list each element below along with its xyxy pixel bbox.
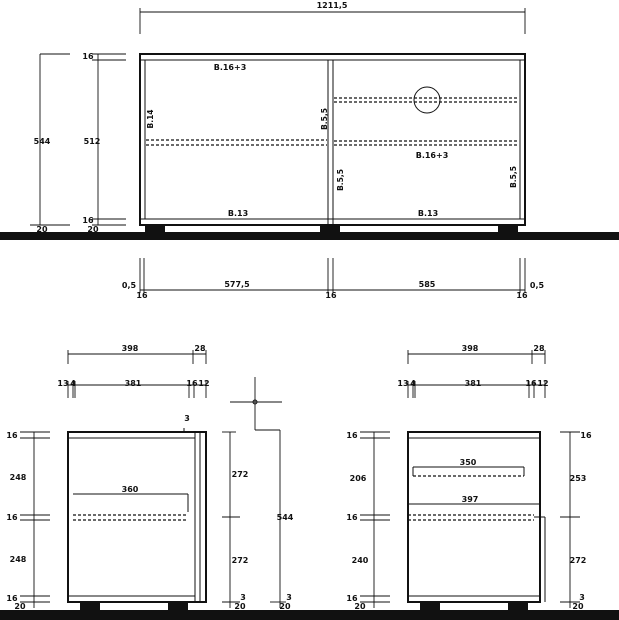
front-view: 1211,5 B.16+3 B.16+3 B.14 B.5,5 B.5,5 B.…: [0, 1, 619, 240]
svg-text:20: 20: [279, 602, 291, 611]
foot-left-section-front: [80, 602, 100, 610]
label-base-right: 20: [87, 225, 99, 234]
label-drawer: 350: [460, 458, 477, 467]
label-depth-total-left: 398: [122, 344, 139, 353]
label-divider: B.5,5: [320, 108, 329, 130]
label-bottom-left: B.13: [228, 209, 248, 218]
label-right-side: 16: [516, 291, 528, 300]
label-base-left: 20: [36, 225, 48, 234]
label-r-upper-right: 253: [570, 474, 587, 483]
label-side-right-a: B.5,5: [336, 169, 345, 191]
label-r-base-right: 20: [572, 602, 584, 611]
label-left-width: 577,5: [224, 280, 250, 289]
label-total-width: 1211,5: [317, 1, 348, 10]
floor-bottom: [0, 610, 619, 620]
foot-middle: [320, 225, 340, 232]
label-top-left: 16: [6, 431, 18, 440]
label-d4-left: 12: [198, 379, 209, 388]
label-r-lower-left: 272: [232, 556, 249, 565]
label-side-right-b: B.5,5: [509, 166, 518, 188]
floor-top: [0, 232, 619, 240]
label-d2-left: 4: [70, 379, 76, 388]
label-mid-left: 16: [6, 513, 18, 522]
foot-left-section-back: [168, 602, 188, 610]
label-middle-side: 16: [325, 291, 337, 300]
label-mid-right: 16: [346, 513, 358, 522]
label-top-board: 16: [82, 52, 94, 61]
label-shelf-depth-left: 360: [122, 485, 139, 494]
label-shelf-depth-right: 397: [462, 495, 479, 504]
right-section-view: 398 28 13 4 381 16 12 350 397: [346, 344, 592, 611]
label-d4-right: 12: [537, 379, 548, 388]
label-side-left: B.14: [146, 109, 155, 128]
label-r-total-left: 544: [277, 513, 294, 522]
label-base-left-section: 20: [14, 602, 26, 611]
foot-right-section-front: [420, 602, 440, 610]
label-depth-total-right: 398: [462, 344, 479, 353]
left-section-view: 398 28 13 4 381 16 12 3 360: [6, 344, 293, 611]
label-top-right-left: 16: [346, 431, 358, 440]
label-d1-left: 13: [57, 379, 68, 388]
label-inner-depth-right: 381: [465, 379, 482, 388]
label-d3-right: 16: [525, 379, 537, 388]
label-upper-right: 206: [350, 474, 367, 483]
label-lower-left: 248: [10, 555, 27, 564]
label-d3-left: 16: [186, 379, 198, 388]
label-depth-back-right: 28: [533, 344, 545, 353]
label-d2-right: 4: [410, 379, 416, 388]
label-lower-right: 240: [352, 556, 369, 565]
label-bottom-right-section: 16: [346, 594, 358, 603]
foot-right: [498, 225, 518, 232]
label-bottom-left-section: 16: [6, 594, 18, 603]
label-height-outer: 544: [34, 137, 51, 146]
label-r-bottom-right: 3: [579, 593, 585, 602]
label-right-width: 585: [419, 280, 436, 289]
label-inner-depth-left: 381: [125, 379, 142, 388]
label-top-offset-left: 3: [184, 414, 190, 423]
label-right-gap: 0,5: [530, 281, 545, 290]
label-r-base-left: 20: [234, 602, 246, 611]
label-d1-right: 13: [397, 379, 408, 388]
foot-left: [145, 225, 165, 232]
foot-right-section-back: [508, 602, 528, 610]
label-shelf-left-top: B.16+3: [214, 63, 247, 72]
label-r-lower-right: 272: [570, 556, 587, 565]
label-upper-left: 248: [10, 473, 27, 482]
svg-text:3: 3: [286, 593, 292, 602]
label-bottom-right: B.13: [418, 209, 438, 218]
label-height-inner: 512: [84, 137, 101, 146]
label-top-right-right: 16: [580, 431, 592, 440]
label-base-right-section: 20: [354, 602, 366, 611]
label-depth-back-left: 28: [194, 344, 206, 353]
label-r-bottom-left: 3: [240, 593, 246, 602]
width-dimensions: 0,5 0,5 16 16 16 577,5 585: [122, 258, 545, 300]
label-left-gap: 0,5: [122, 281, 137, 290]
label-bottom-board: 16: [82, 216, 94, 225]
label-left-side: 16: [136, 291, 148, 300]
label-r-upper-left: 272: [232, 470, 249, 479]
left-section-outline: [67, 431, 207, 603]
detail-circle: [413, 86, 441, 114]
label-shelf-right: B.16+3: [416, 151, 449, 160]
